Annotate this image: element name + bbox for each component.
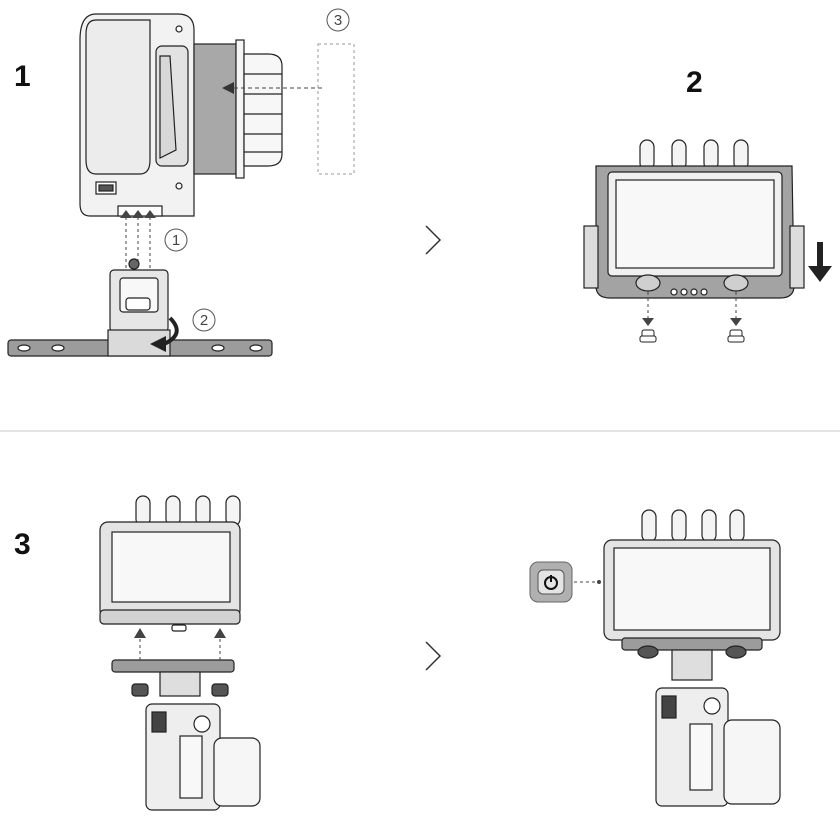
sub-step-circle-3 xyxy=(326,8,350,32)
chevron-right-icon xyxy=(425,225,442,255)
thumb-screw xyxy=(639,329,745,343)
chevron-right-icon xyxy=(425,641,442,671)
step-number-1: 1 xyxy=(14,60,31,93)
arrow-down-icon xyxy=(808,242,832,282)
ghost-plate xyxy=(317,43,355,175)
sub-step-label-2: 2 xyxy=(200,312,208,329)
mount-bracket xyxy=(7,258,273,357)
power-icon xyxy=(529,561,573,603)
sub-step-circle-1 xyxy=(164,228,188,252)
sub-step-circle-2 xyxy=(192,308,216,332)
final-assembly-illustration xyxy=(603,509,781,807)
step1-illustration xyxy=(79,13,283,217)
sub-step-label-3: 3 xyxy=(334,12,342,29)
rotate-arrow xyxy=(163,316,179,346)
sub-step-label-1: 1 xyxy=(172,232,180,249)
step-number-3: 3 xyxy=(14,528,31,561)
step3-illustration xyxy=(99,495,261,811)
step-number-2: 2 xyxy=(686,66,703,99)
step2-illustration xyxy=(583,139,805,299)
